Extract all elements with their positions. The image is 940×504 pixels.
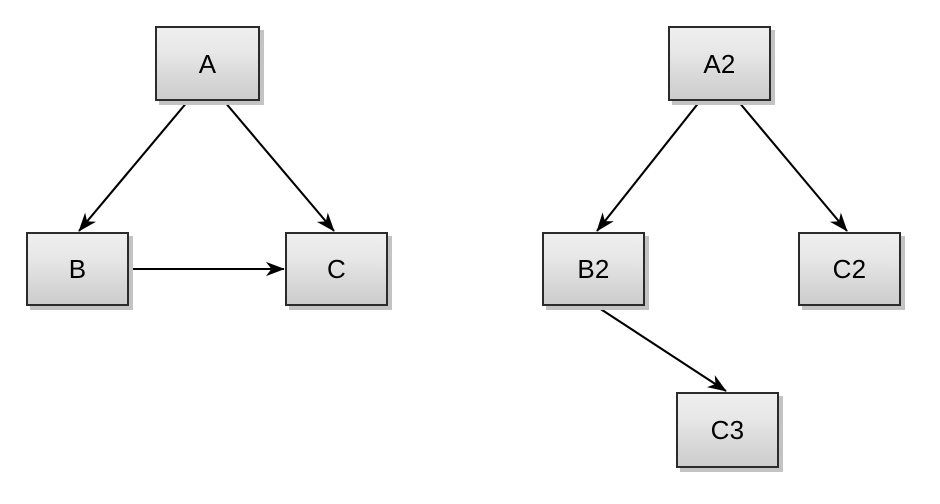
node-c2[interactable]: C2 bbox=[798, 232, 901, 306]
node-label: A2 bbox=[703, 48, 736, 79]
node-b[interactable]: B bbox=[26, 232, 129, 306]
edge-a-to-c bbox=[223, 100, 335, 232]
edge-a2-to-b2 bbox=[596, 100, 701, 232]
node-label: C bbox=[327, 254, 346, 284]
node-label: C2 bbox=[832, 254, 867, 284]
node-b2[interactable]: B2 bbox=[542, 232, 645, 306]
node-label: B bbox=[68, 254, 87, 284]
node-label: A bbox=[198, 48, 217, 79]
edge-b2-to-c3 bbox=[595, 305, 727, 392]
node-c[interactable]: C bbox=[285, 232, 388, 306]
node-a2[interactable]: A2 bbox=[668, 26, 771, 101]
node-label: B2 bbox=[577, 254, 610, 284]
edge-a2-to-c2 bbox=[737, 100, 848, 232]
edge-a-to-b bbox=[78, 100, 189, 232]
node-a[interactable]: A bbox=[155, 26, 260, 101]
node-c3[interactable]: C3 bbox=[676, 392, 779, 468]
node-label: C3 bbox=[710, 415, 745, 445]
